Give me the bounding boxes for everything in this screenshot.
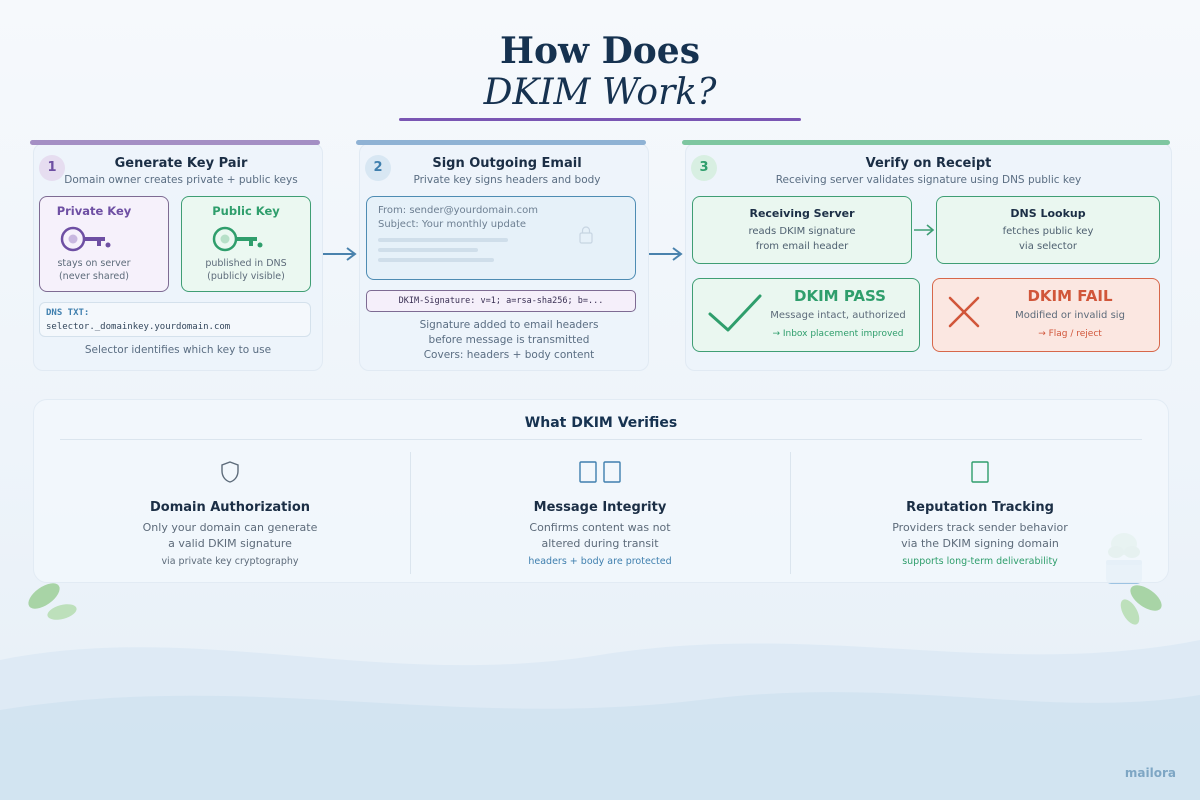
verifies-title: What DKIM Verifies (524, 415, 678, 431)
chart-icon (971, 461, 989, 483)
email-body-line (378, 258, 494, 262)
receiving-server-line1: reads DKIM signature (748, 226, 856, 237)
step2-footer2: before message is transmitted (428, 334, 590, 346)
dns-lookup-line1: fetches public key (1002, 226, 1094, 237)
dns-txt-box (39, 302, 311, 337)
private-key-note2: (never shared) (58, 271, 130, 282)
step2-number: 2 (365, 155, 391, 181)
email-from: From: sender@yourdomain.com (378, 205, 538, 216)
private-key-icon (60, 226, 111, 252)
verifies-section (33, 399, 1169, 583)
step3-subtitle: Receiving server validates signature usi… (775, 174, 1082, 186)
step2-topbar (356, 140, 646, 145)
dkim-fail-title: DKIM FAIL (1027, 287, 1113, 305)
domain-authorization-line2: a valid DKIM signature (168, 537, 292, 550)
step3-number: 3 (691, 155, 717, 181)
dkim-pass-box (692, 278, 920, 352)
email-subject: Subject: Your monthly update (378, 219, 527, 230)
message-integrity-line2: altered during transit (541, 537, 659, 550)
reputation-tracking-foot: supports long-term deliverability (902, 556, 1058, 567)
receiving-server-box (692, 196, 912, 264)
email-body-line (378, 248, 478, 252)
verifies-divider (60, 439, 1142, 440)
dns-lookup-box (936, 196, 1160, 264)
arrow-step1-to-step2 (323, 247, 357, 261)
message-integrity-title: Message Integrity (533, 500, 667, 515)
step1-number: 1 (39, 155, 65, 181)
dkim-pass-title: DKIM PASS (794, 287, 886, 305)
dns-lookup-line2: via selector (1019, 241, 1077, 252)
email-body-line (378, 238, 508, 242)
step3-topbar (682, 140, 1170, 145)
dns-txt-value: selector._domainkey.yourdomain.com (46, 322, 231, 332)
private-key-note1: stays on server (57, 258, 131, 269)
brand-logo: mailora (1124, 766, 1176, 780)
step1-topbar (30, 140, 320, 145)
public-key-box (181, 196, 311, 292)
column-separator (410, 452, 411, 574)
step2-subtitle: Private key signs headers and body (413, 174, 601, 186)
arrow-step2-to-step3 (649, 247, 683, 261)
column-separator (790, 452, 791, 574)
dns-lookup-title: DNS Lookup (1010, 207, 1086, 220)
document-check-icon (579, 461, 621, 483)
dkim-pass-line2: → Inbox placement improved (772, 329, 904, 339)
dkim-signature: DKIM-Signature: v=1; a=rsa-sha256; b=... (366, 290, 636, 312)
dns-txt-label: DNS TXT: (46, 308, 90, 318)
dkim-fail-line1: Modified or invalid sig (1015, 310, 1125, 321)
step2-footer1: Signature added to email headers (419, 319, 599, 331)
domain-authorization-foot: via private key cryptography (161, 556, 299, 567)
dkim-pass-line1: Message intact, authorized (770, 310, 906, 321)
private-key-label: Private Key (56, 204, 132, 218)
shield-icon (221, 461, 239, 483)
receiving-server-title: Receiving Server (749, 207, 855, 220)
reputation-tracking-title: Reputation Tracking (906, 500, 1054, 515)
title-underline (399, 118, 801, 121)
step1-title: Generate Key Pair (114, 156, 248, 171)
domain-authorization-title: Domain Authorization (149, 500, 311, 515)
cross-icon (948, 296, 980, 328)
step2-title: Sign Outgoing Email (432, 156, 582, 171)
step3-title: Verify on Receipt (865, 156, 992, 171)
leaf-decoration-left (28, 583, 77, 620)
page-title-line2: DKIM Work? (483, 72, 717, 113)
domain-authorization-line1: Only your domain can generate (142, 521, 318, 534)
page-title-line1: How Does (500, 30, 700, 72)
message-integrity-foot: headers + body are protected (528, 556, 672, 567)
public-key-label: Public Key (212, 204, 280, 218)
dkim-fail-box (932, 278, 1160, 352)
receiving-server-line2: from email header (755, 241, 849, 252)
public-key-note1: published in DNS (205, 258, 287, 269)
checkmark-icon (708, 294, 762, 332)
public-key-note2: (publicly visible) (207, 271, 285, 282)
lock-icon (579, 226, 593, 244)
step2-footer3: Covers: headers + body content (423, 349, 595, 361)
background-waves (0, 640, 1200, 800)
arrow-server-to-dns (914, 224, 935, 236)
private-key-box (39, 196, 169, 292)
reputation-tracking-line1: Providers track sender behavior (892, 521, 1068, 534)
dkim-fail-line2: → Flag / reject (1038, 329, 1102, 339)
message-integrity-line1: Confirms content was not (529, 521, 671, 534)
reputation-tracking-line2: via the DKIM signing domain (901, 537, 1059, 550)
public-key-icon (212, 226, 263, 252)
step1-subtitle: Domain owner creates private + public ke… (64, 174, 298, 186)
step1-footer: Selector identifies which key to use (84, 344, 272, 356)
leaf-decoration-right (1120, 585, 1162, 625)
